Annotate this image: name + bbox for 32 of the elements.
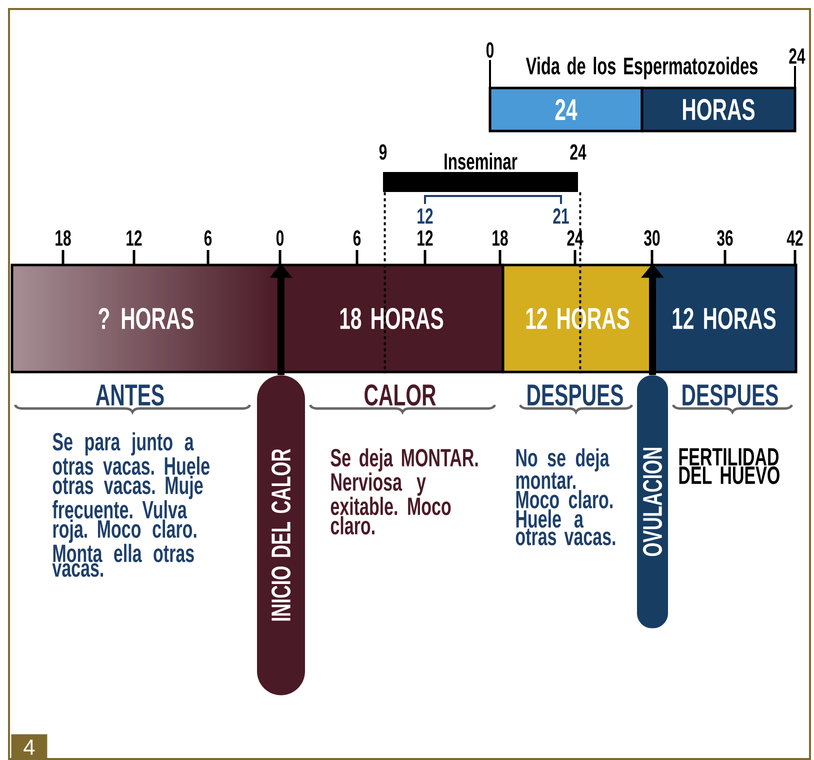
timeline-segment: ? HORAS bbox=[10, 264, 282, 374]
axis-tick: 12 bbox=[126, 230, 142, 265]
axis-tick: 30 bbox=[644, 230, 660, 265]
lifespan-bar: HORAS bbox=[640, 86, 796, 132]
axis-tick: 0 bbox=[276, 230, 284, 265]
dashed-line bbox=[384, 192, 386, 374]
axis-tick: 12 bbox=[418, 230, 433, 265]
axis-tick: 6 bbox=[353, 230, 361, 265]
lifespan-bar: 24 bbox=[488, 86, 644, 132]
phase-heading: DESPUES bbox=[528, 384, 623, 406]
axis-tick: 6 bbox=[204, 230, 212, 265]
axis-tick: 18 bbox=[56, 230, 71, 265]
description-text: Se deja MONTAR. Nerviosa y exitable. Moco claro. bbox=[330, 448, 478, 535]
node-label: Inseminar bbox=[444, 152, 518, 170]
event-pill: INICIO DEL CALOR bbox=[257, 375, 305, 696]
tick-label: 24 bbox=[570, 144, 586, 160]
tick-label: 9 bbox=[379, 144, 387, 160]
tick-label: 21 bbox=[553, 208, 569, 224]
event-pill: OVULACION bbox=[637, 375, 668, 628]
phase-heading: CALOR bbox=[364, 384, 436, 406]
timeline-segment: 12 HORAS bbox=[502, 264, 654, 374]
axis-tick: 36 bbox=[717, 230, 733, 265]
figure-number: 4 bbox=[11, 734, 48, 760]
tick-label: 12 bbox=[418, 208, 433, 224]
timeline-segment: 18 HORAS bbox=[278, 264, 504, 374]
axis-tick: 42 bbox=[786, 230, 803, 265]
description-text: Se para junto a otras vacas. Huele otras vacas. Muje frecuente. Vulva roja. Moco claro. Monta ella otras vacas. bbox=[52, 432, 210, 577]
timeline-segment: 12 HORAS bbox=[650, 264, 798, 374]
phase-heading: DESPUES bbox=[682, 384, 778, 406]
axis-title: Vida de los Espermatozoides bbox=[526, 56, 758, 80]
axis-tick: 18 bbox=[492, 230, 508, 265]
dashed-line bbox=[579, 192, 582, 374]
